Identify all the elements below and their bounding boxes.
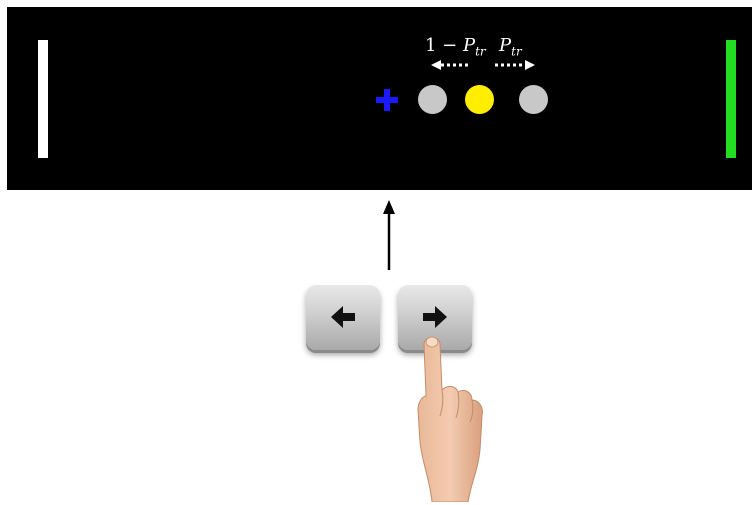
yellow-target-dot xyxy=(465,85,494,114)
left-goal-bar xyxy=(38,40,48,158)
pointing-hand-icon xyxy=(417,336,483,502)
left-grey-dot xyxy=(418,85,447,114)
left-arrow-icon xyxy=(331,306,355,328)
up-arrow-icon xyxy=(383,200,395,270)
right-probability-label: Ptr xyxy=(499,35,522,59)
right-dotted-arrow-icon xyxy=(495,60,535,70)
left-dotted-arrow-icon xyxy=(431,60,471,70)
task-screen: 1 − Ptr Ptr xyxy=(7,7,752,190)
left-probability-label: 1 − Ptr xyxy=(425,35,486,59)
plus-icon xyxy=(376,89,398,111)
right-arrow-icon xyxy=(423,306,447,328)
right-goal-bar xyxy=(726,40,736,158)
right-grey-dot xyxy=(519,85,548,114)
left-arrow-key[interactable] xyxy=(306,284,380,350)
